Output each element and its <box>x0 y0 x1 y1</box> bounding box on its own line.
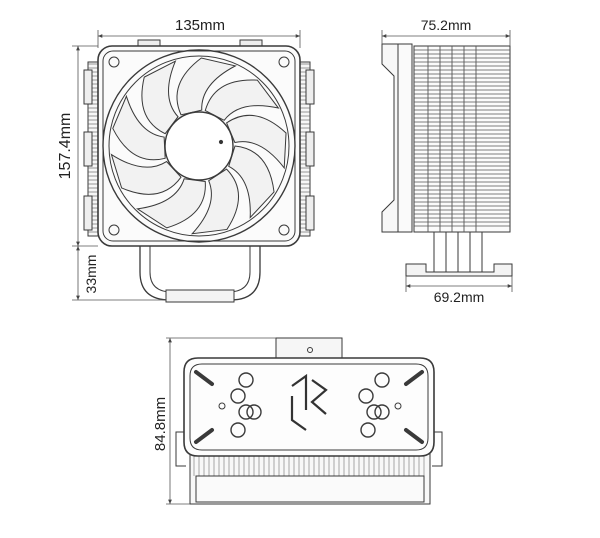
fan-screw-hole <box>278 224 290 236</box>
fan-blades <box>110 57 287 235</box>
fan-screw-hole <box>108 56 120 68</box>
heatpipe-end <box>230 388 246 404</box>
fan-blade <box>110 153 182 195</box>
front-bracket-left-mid <box>83 131 93 167</box>
base-width-label: 69.2mm <box>434 289 485 305</box>
side-dimensions <box>381 30 513 292</box>
front-bracket-right-top <box>305 69 315 105</box>
fan-blade <box>112 94 166 161</box>
logo-icon <box>290 373 328 431</box>
heatpipe-end <box>246 404 262 420</box>
front-heatpipe-inner <box>149 246 251 293</box>
front-bracket-left-top <box>83 69 93 105</box>
fan-blade <box>204 79 280 121</box>
fan-blade <box>176 57 237 116</box>
top-fins <box>193 456 425 476</box>
top-clip-left <box>175 431 186 467</box>
fan-blade <box>225 114 287 170</box>
front-base <box>165 289 235 303</box>
top-bracket-tab <box>275 337 343 361</box>
side-fan-frame <box>397 43 413 233</box>
fan-screw-hole <box>278 56 290 68</box>
heatpipe-end <box>360 422 376 438</box>
fan-hub <box>164 111 234 181</box>
top-plate <box>183 357 435 457</box>
fan-ring-inner <box>108 55 290 237</box>
front-bracket-right-mid <box>305 131 315 167</box>
side-fin-stack <box>413 45 511 233</box>
fan-blade <box>190 168 239 235</box>
heatpipe-end <box>238 372 254 388</box>
fan-ring-outer <box>102 49 296 243</box>
base-height-label: 33mm <box>83 255 99 294</box>
fan-blade <box>141 60 179 135</box>
front-width-label: 135mm <box>175 17 225 34</box>
front-height-label: 157.4mm <box>57 113 74 180</box>
top-dimensions <box>166 337 276 505</box>
top-clip-right <box>432 431 443 467</box>
fan-blade <box>228 145 275 219</box>
top-screw-hole <box>394 402 402 410</box>
side-width-label: 75.2mm <box>421 17 472 33</box>
side-base <box>405 263 513 277</box>
heatpipe-end <box>238 404 254 420</box>
heatpipe-end <box>366 404 382 420</box>
top-screw-hole <box>218 402 226 410</box>
heatpipe-end <box>230 422 246 438</box>
heatpipe-end <box>374 372 390 388</box>
fan-blade <box>135 178 206 229</box>
front-bracket-left-bot <box>83 195 93 231</box>
top-height-label: 84.8mm <box>152 397 169 451</box>
fan-screw-hole <box>108 224 120 236</box>
side-fins <box>414 46 510 232</box>
fan-hub-dot <box>218 139 224 145</box>
front-view <box>83 39 315 303</box>
top-plate-inner <box>189 363 429 451</box>
front-bracket-right-bot <box>305 195 315 231</box>
front-dimensions <box>72 30 301 301</box>
heatpipe-end <box>374 404 390 420</box>
top-fan-bottom <box>195 475 425 503</box>
top-view <box>175 337 443 505</box>
heatpipe-end <box>358 388 374 404</box>
side-view <box>381 43 513 277</box>
